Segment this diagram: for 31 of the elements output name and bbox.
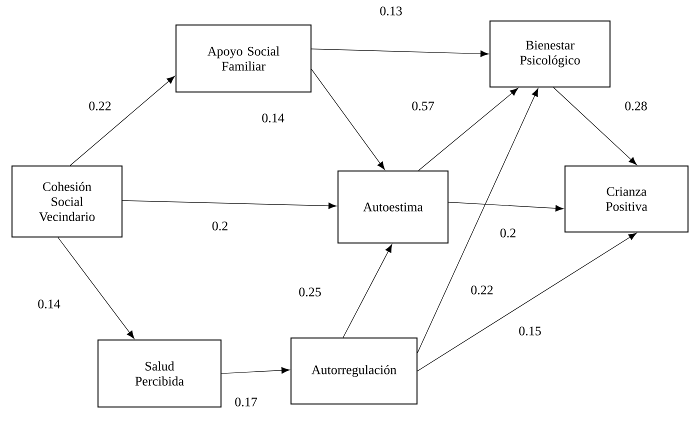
variable-box: Cohesión Social Vecindario xyxy=(12,166,122,238)
arrow xyxy=(70,76,175,166)
arrow xyxy=(122,200,337,210)
edge-label: 0.13 xyxy=(378,6,404,16)
edge-label: 0.28 xyxy=(624,100,648,112)
arrow xyxy=(448,202,564,212)
arrow xyxy=(58,237,134,339)
variable-box: Autoestima xyxy=(338,170,448,244)
edge-label: 0.14 xyxy=(36,298,62,310)
arrow xyxy=(311,48,489,58)
edge-label: 0.25 xyxy=(298,286,322,298)
arrow xyxy=(311,68,385,170)
variable-box: Apoyo Social Familiar xyxy=(176,24,312,92)
variable-box: Salud Percibida xyxy=(98,340,222,408)
edge-label: 0.22 xyxy=(470,284,494,296)
arrow xyxy=(553,87,637,165)
edge-label: 0.2 xyxy=(210,220,230,232)
arrow xyxy=(342,244,392,338)
variable-box: Bienestar Psicológico xyxy=(490,20,610,88)
variable-box: Autorregulación xyxy=(290,338,418,404)
edge-label: 0.57 xyxy=(410,100,436,112)
arrow xyxy=(221,367,290,374)
edge-label: 0.22 xyxy=(88,100,112,112)
arrow xyxy=(417,232,637,372)
edge-label: 0.14 xyxy=(260,112,286,124)
edge-label: 0.2 xyxy=(498,228,518,238)
arrow xyxy=(418,88,518,171)
edge-label: 0.17 xyxy=(234,396,258,408)
variable-box: Crianza Positiva xyxy=(564,166,688,232)
edge-label: 0.15 xyxy=(518,326,542,336)
arrow xyxy=(417,88,538,354)
